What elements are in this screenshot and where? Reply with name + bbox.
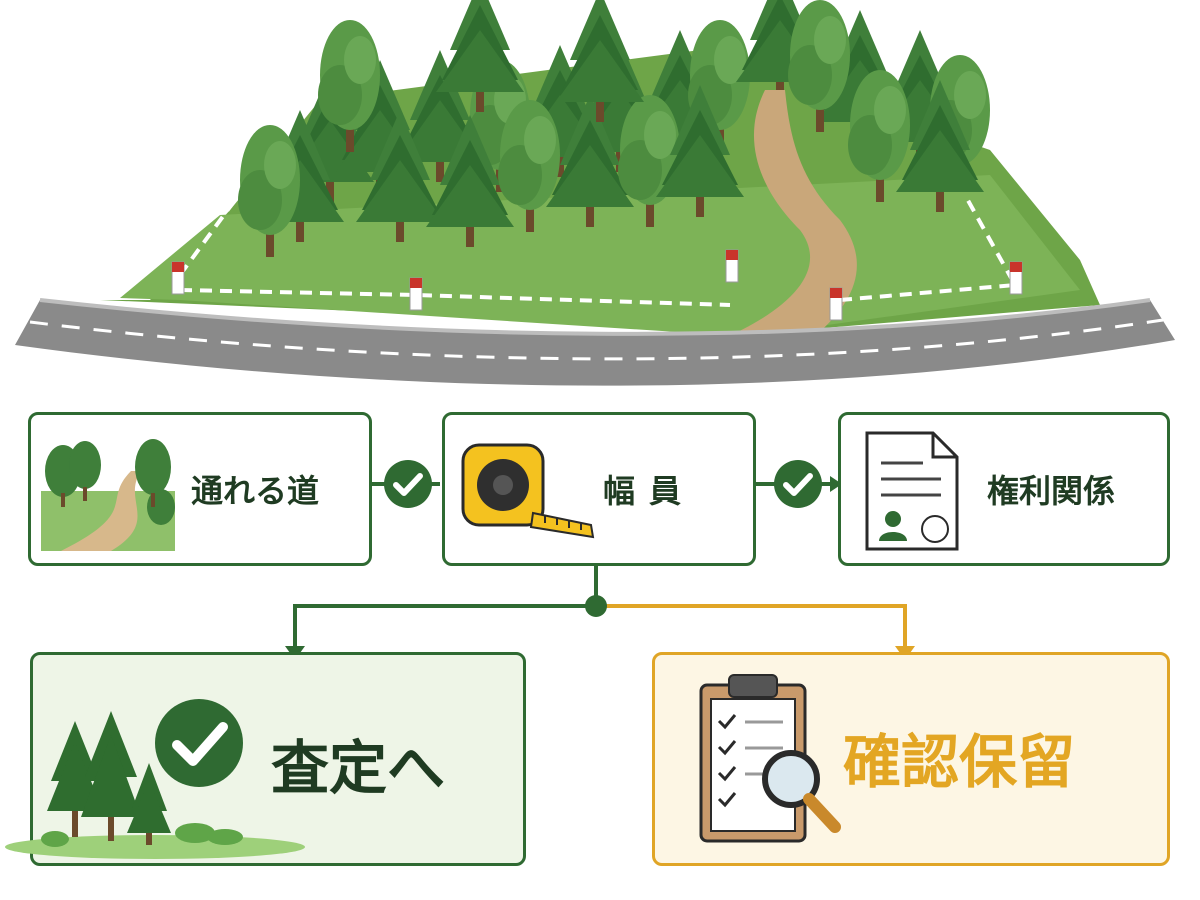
outcome-pending-confirmation-label: 確認保留 bbox=[843, 728, 1076, 796]
step-road-width-label: 幅員 bbox=[603, 472, 696, 510]
step-rights: 権利関係 bbox=[838, 412, 1170, 566]
tape-measure-icon bbox=[461, 443, 595, 539]
step-rights-label: 権利関係 bbox=[987, 472, 1116, 510]
outcome-pending-confirmation: 確認保留 bbox=[652, 652, 1170, 866]
check-circle-icon bbox=[384, 460, 432, 508]
outcome-proceed-assessment-label: 査定へ bbox=[271, 734, 446, 802]
step-passable-road-label: 通れる道 bbox=[191, 472, 320, 510]
outcome-proceed-assessment: 査定へ bbox=[5, 652, 526, 866]
step-road-width: 幅員 bbox=[442, 412, 756, 566]
forest-landscape-icon bbox=[5, 711, 305, 859]
ownership-document-icon bbox=[865, 431, 959, 551]
check-circle-icon bbox=[774, 460, 822, 508]
forest-path-icon bbox=[41, 439, 175, 551]
clipboard-magnifier-icon bbox=[699, 674, 841, 843]
step-passable-road: 通れる道 bbox=[28, 412, 372, 566]
check-circle-icon bbox=[155, 699, 243, 787]
forest-plot-illustration bbox=[15, 0, 1175, 386]
